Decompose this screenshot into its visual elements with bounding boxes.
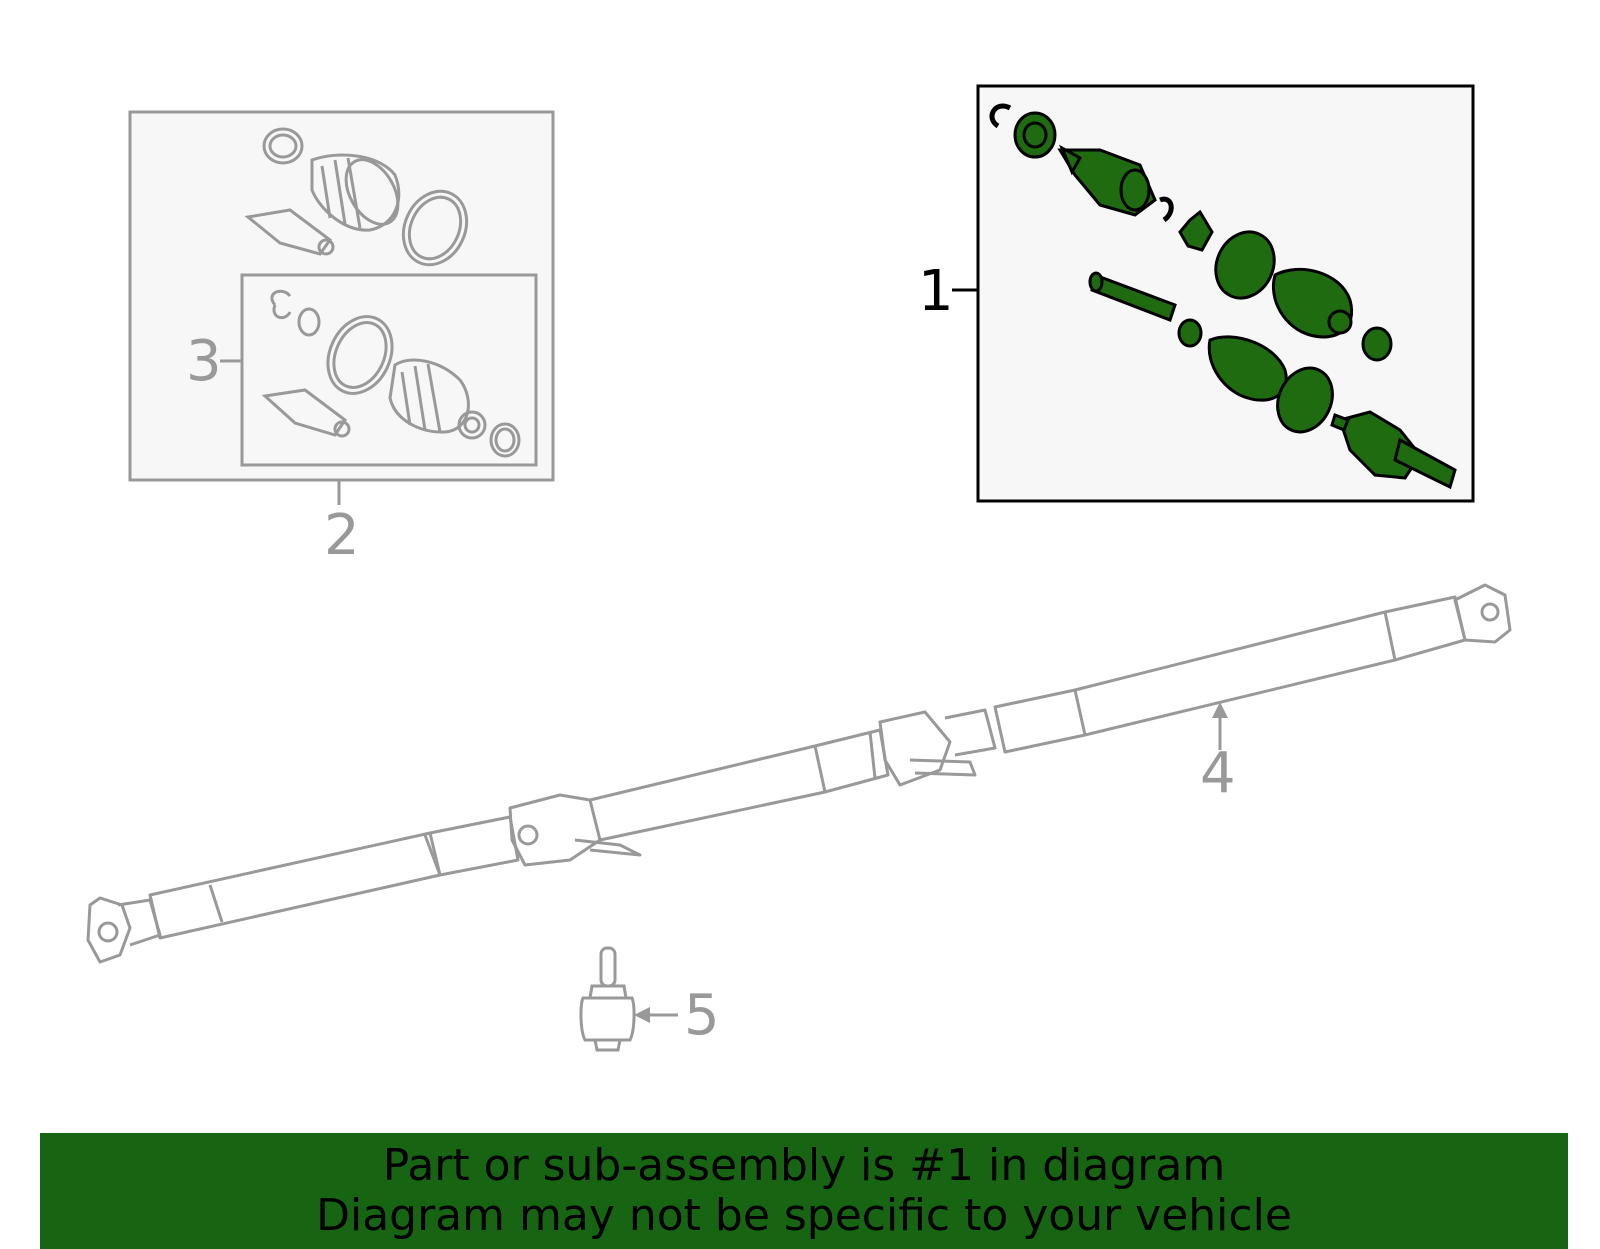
mount-bolt-5[interactable]	[579, 946, 636, 1052]
callout-3: 3	[186, 329, 222, 394]
callout-5: 5	[684, 983, 720, 1048]
highlight-banner: Part or sub-assembly is #1 in diagram Di…	[40, 1133, 1568, 1249]
axle-assembly-1-group[interactable]	[976, 84, 1475, 503]
banner-line-2: Diagram may not be specific to your vehi…	[316, 1190, 1292, 1241]
leader-arrow-5	[634, 1007, 650, 1023]
boot-kit-3-group[interactable]	[240, 273, 538, 467]
callout-4: 4	[1200, 741, 1236, 806]
callout-1: 1	[918, 259, 954, 324]
callout-2: 2	[324, 503, 360, 568]
leader-arrow-4	[1212, 702, 1228, 718]
drive-shaft-4[interactable]	[86, 583, 1512, 964]
banner-line-1: Part or sub-assembly is #1 in diagram	[382, 1140, 1226, 1191]
